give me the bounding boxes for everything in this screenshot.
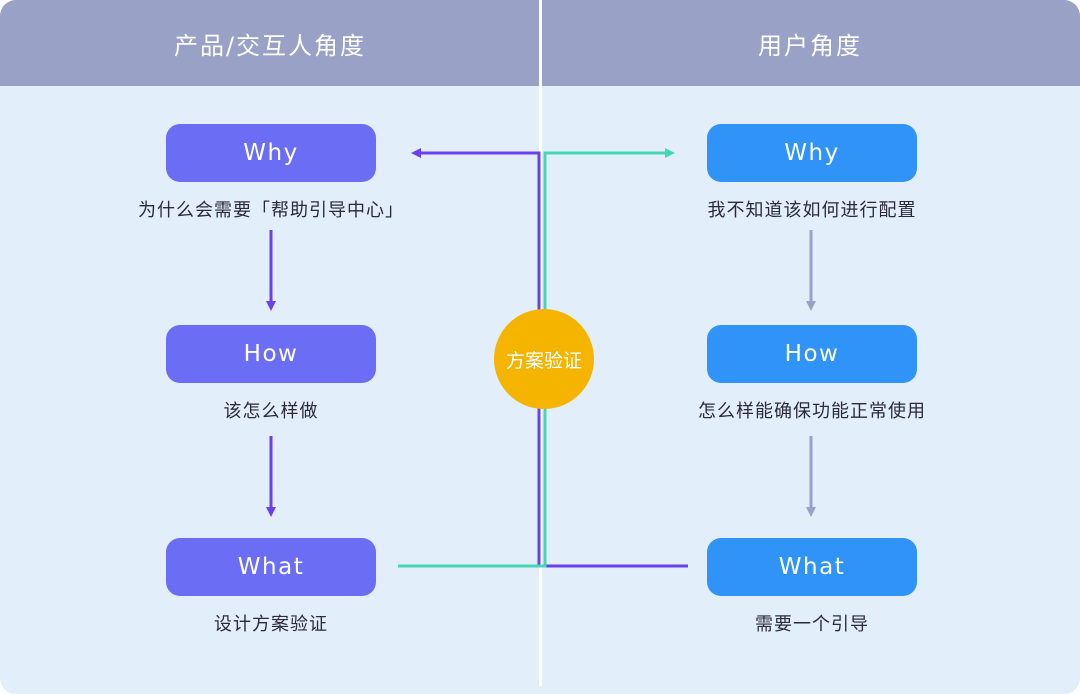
user-why-caption: 我不知道该如何进行配置 (707, 200, 917, 221)
product-what-node: What (166, 538, 376, 596)
header-user-perspective: 用户角度 (540, 0, 1080, 86)
product-how-caption: 该怎么样做 (223, 401, 319, 422)
product-what-caption: 设计方案验证 (214, 614, 328, 635)
product-how-node: How (166, 325, 376, 383)
user-what-caption: 需要一个引导 (755, 614, 869, 635)
header-product-perspective: 产品/交互人角度 (0, 0, 540, 86)
user-how-caption: 怎么样能确保功能正常使用 (698, 401, 926, 422)
user-what-node: What (707, 538, 917, 596)
solution-validation-badge: 方案验证 (494, 309, 594, 409)
product-why-caption: 为什么会需要「帮助引导中心」 (138, 200, 404, 221)
user-how-node: How (707, 325, 917, 383)
product-why-node: Why (166, 124, 376, 182)
user-why-node: Why (707, 124, 917, 182)
